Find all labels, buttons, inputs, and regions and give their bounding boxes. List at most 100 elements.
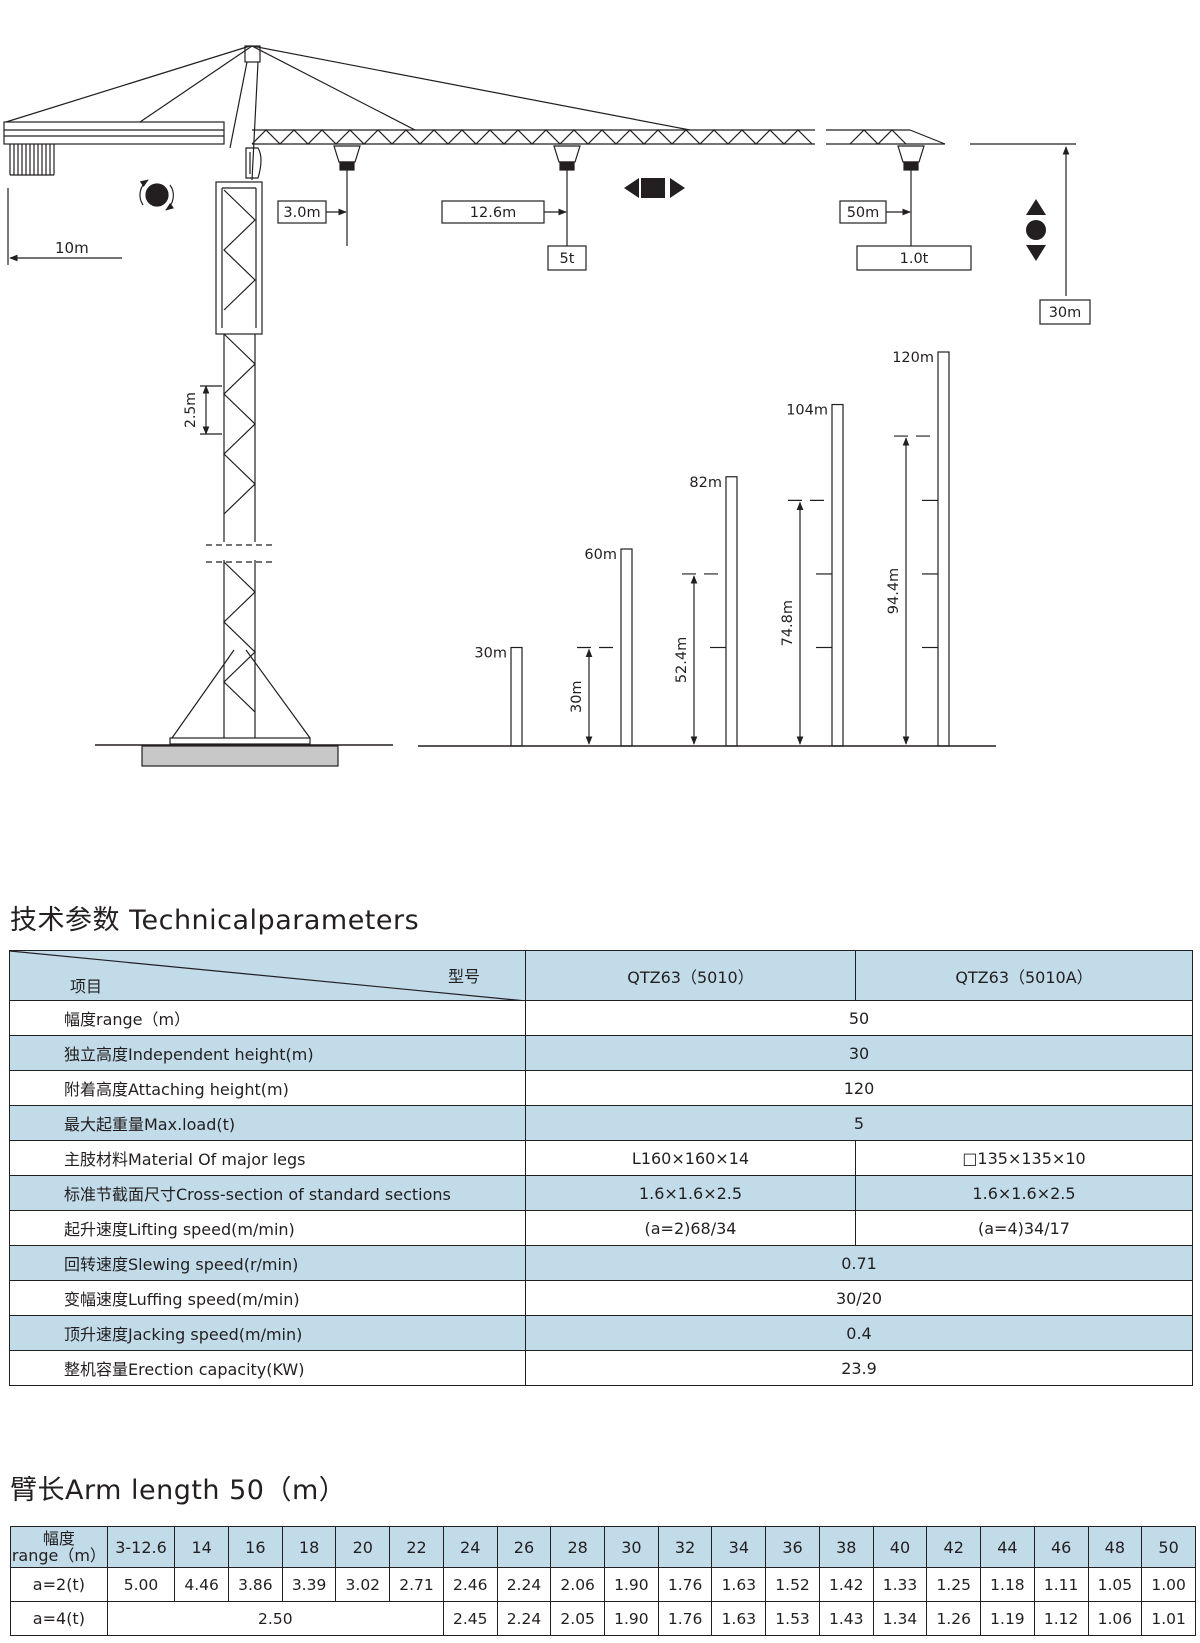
tech-row-value: 5 [525,1105,1193,1141]
a2-load: 2.46 [442,1567,498,1602]
tech-row: 幅度range（m）50 [9,1000,1193,1036]
range-value: 16 [228,1526,283,1568]
tech-row-label: 变幅速度Luffing speed(m/min) [9,1280,526,1316]
a2-load: 1.90 [604,1567,659,1602]
range-value: 14 [174,1526,229,1568]
range-value: 22 [389,1526,444,1568]
height-label: 120m [892,350,934,366]
trolley [333,145,361,163]
a2-load: 3.86 [228,1567,283,1602]
tech-row-value-a: (a=2)68/34 [525,1210,856,1246]
a4-load: 1.90 [604,1601,659,1636]
hook-block [559,161,575,171]
tech-row-label: 主肢材料Material Of major legs [9,1140,526,1176]
trolley-travel-icon [624,178,685,198]
a2-load: 2.71 [389,1567,444,1602]
model-b-header: QTZ63（5010A） [855,950,1193,1001]
a2-label: a=2(t) [10,1567,108,1602]
tie-height-label: 74.8m [780,600,796,646]
tower-mast [206,189,272,738]
a2-load: 1.11 [1033,1567,1089,1602]
max-load-radius-label: 12.6m [470,205,516,221]
free-height-label: 30m [1049,305,1082,321]
tech-row-value-b: 1.6×1.6×2.5 [855,1175,1193,1211]
range-value: 24 [442,1526,498,1568]
diagonal-line [10,951,526,1001]
trolley [897,145,925,163]
a4-load: 2.05 [550,1601,606,1636]
tech-row-value-b: □135×135×10 [855,1140,1193,1176]
range-value: 46 [1033,1526,1089,1568]
section-height-label: 2.5m [183,392,199,428]
technical-parameters-table: 项目 型号 QTZ63（5010） QTZ63（5010A） 幅度range（m… [9,950,1193,1386]
tech-row: 最大起重量Max.load(t)5 [9,1105,1193,1141]
a4-load: 1.34 [872,1601,928,1636]
max-radius-label: 50m [847,205,880,221]
tech-row-label: 起升速度Lifting speed(m/min) [9,1210,526,1246]
range-value: 36 [765,1526,820,1568]
counter-jib-length-label: 10m [55,239,89,257]
height-label: 60m [584,547,617,563]
tech-row: 回转速度Slewing speed(r/min)0.71 [9,1245,1193,1281]
technical-parameters-title: 技术参数 Technicalparameters [10,905,420,936]
a4-load: 1.43 [818,1601,874,1636]
header-item-label: 项目 [70,977,103,996]
main-jib [251,129,946,145]
tech-row-label: 附着高度Attaching height(m) [9,1070,526,1106]
tech-row: 附着高度Attaching height(m)120 [9,1070,1193,1106]
slewing-icon [145,183,169,207]
tech-row-value: 30 [525,1035,1193,1071]
tie-height-label: 30m [569,680,585,713]
a2-load: 3.02 [335,1567,391,1602]
tech-row-value-b: (a=4)34/17 [855,1210,1193,1246]
a2-load: 5.00 [106,1567,176,1602]
range-value: 3-12.6 [106,1526,176,1568]
mast-variant [510,646,523,747]
range-value: 38 [818,1526,874,1568]
tech-row-label: 独立高度Independent height(m) [9,1035,526,1071]
a2-load: 2.24 [496,1567,552,1602]
tech-row: 整机容量Erection capacity(KW)23.9 [9,1350,1193,1386]
tie-height-label: 52.4m [674,637,690,683]
tech-row: 顶升速度Jacking speed(m/min)0.4 [9,1315,1193,1351]
tech-row-value: 30/20 [525,1280,1193,1316]
model-a-header: QTZ63（5010） [525,950,856,1001]
tech-row-value: 50 [525,1000,1193,1036]
a4-load: 1.26 [926,1601,982,1636]
height-label: 82m [689,475,722,491]
hook-block [903,161,919,171]
a2-load: 1.33 [872,1567,928,1602]
range-value: 48 [1087,1526,1143,1568]
range-value: 28 [550,1526,606,1568]
height-variants [510,351,950,747]
a4-load: 2.45 [442,1601,498,1636]
a2-load: 2.06 [550,1567,606,1602]
max-load-label: 5t [560,251,575,267]
tech-row-value-a: 1.6×1.6×2.5 [525,1175,856,1211]
a4-label: a=4(t) [10,1601,108,1636]
hook-block [339,161,355,171]
tech-row-label: 幅度range（m） [9,1000,526,1036]
range-value: 44 [980,1526,1035,1568]
mast-variant [831,403,844,747]
a2-load: 1.00 [1141,1567,1196,1602]
trolleys [333,145,925,246]
hoist-icon [1026,199,1046,261]
header-model-label: 型号 [448,967,481,986]
a2-load: 1.63 [711,1567,767,1602]
mast-variant [937,351,950,747]
a2-load: 1.05 [1087,1567,1143,1602]
range-value: 34 [711,1526,767,1568]
mast-variant [620,548,633,747]
range-value: 20 [335,1526,391,1568]
tech-row-value: 0.71 [525,1245,1193,1281]
a4-load: 1.06 [1087,1601,1143,1636]
a4-load: 1.53 [765,1601,820,1636]
tech-header-row: 项目 型号 QTZ63（5010） QTZ63（5010A） [9,950,1193,1001]
mast-variant [725,476,738,747]
range-value: 30 [604,1526,659,1568]
